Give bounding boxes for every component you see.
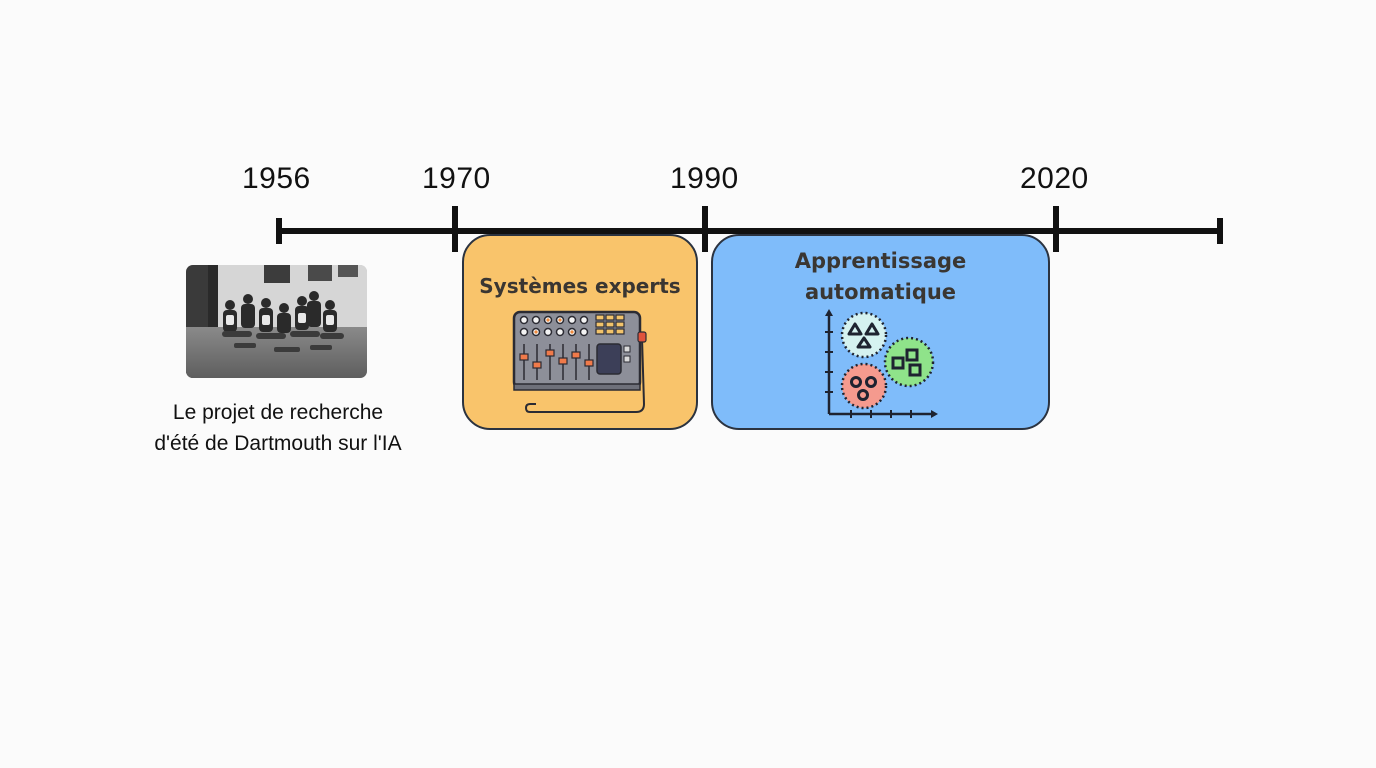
expert-systems-card: Systèmes experts <box>462 234 698 430</box>
year-label-2020: 2020 <box>1020 162 1089 195</box>
clustering-chart-icon <box>825 309 938 418</box>
year-label-1990: 1990 <box>670 162 739 195</box>
year-label-1970: 1970 <box>422 162 491 195</box>
machine-learning-title-line2: automatique <box>804 280 957 304</box>
event-1956-caption-line1: Le projet de recherche <box>172 401 384 424</box>
control-panel-icon <box>512 310 647 413</box>
group-photo-icon <box>186 265 367 378</box>
expert-systems-title: Systèmes experts <box>479 274 681 298</box>
machine-learning-card: Apprentissage automatique <box>711 234 1050 430</box>
timeline-axis <box>278 228 1222 234</box>
tick-end <box>1217 218 1223 244</box>
year-label-1956: 1956 <box>242 162 311 195</box>
event-1956-caption-line2: d'été de Dartmouth sur l'IA <box>154 432 402 455</box>
tick-1990 <box>702 206 708 252</box>
tick-1956 <box>276 218 282 244</box>
tick-2020 <box>1053 206 1059 252</box>
machine-learning-title-line1: Apprentissage <box>794 249 967 273</box>
tick-1970 <box>452 206 458 252</box>
